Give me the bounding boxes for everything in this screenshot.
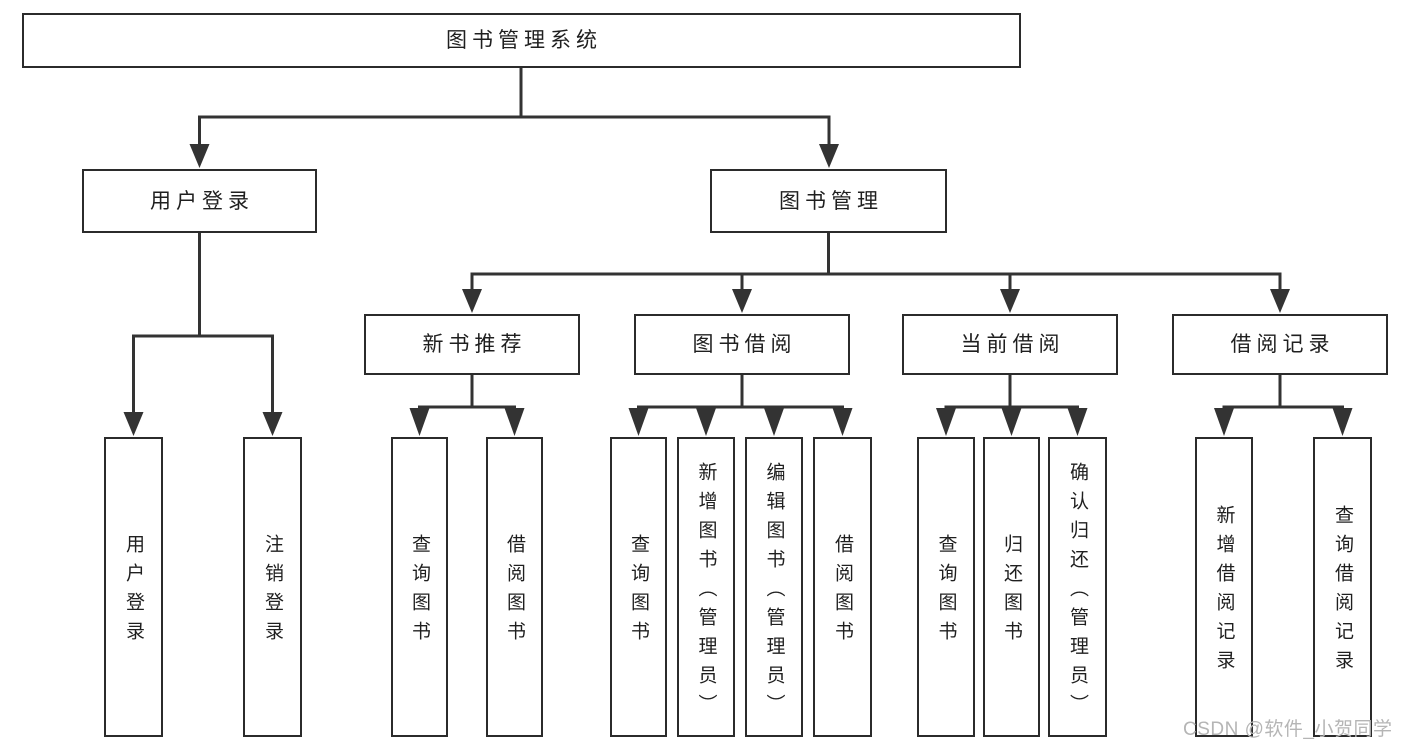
node-borrow-records: 借阅记录 xyxy=(1172,314,1388,375)
leaf-logout-label: 注销登录 xyxy=(262,534,283,650)
node-root-label: 图书管理系统 xyxy=(446,29,602,52)
leaf-current-query-book: 查询图书 xyxy=(917,437,975,737)
leaf-newbook-query-book: 查询图书 xyxy=(391,437,448,737)
node-new-book-recommend: 新书推荐 xyxy=(364,314,580,375)
leaf-newbook-borrow-book-label: 借阅图书 xyxy=(504,534,525,650)
node-user-login-label: 用户登录 xyxy=(150,189,254,213)
leaf-current-confirm-return-admin-label: 确认归还（管理员） xyxy=(1067,461,1088,723)
leaf-current-query-book-label: 查询图书 xyxy=(935,534,957,650)
leaf-user-login: 用户登录 xyxy=(104,437,163,737)
node-root: 图书管理系统 xyxy=(22,13,1021,68)
leaf-records-add-record: 新增借阅记录 xyxy=(1195,437,1253,737)
leaf-borrow-add-book-admin: 新增图书（管理员） xyxy=(677,437,735,737)
node-current-borrow-label: 当前借阅 xyxy=(960,333,1065,356)
node-book-borrow: 图书借阅 xyxy=(634,314,850,375)
node-new-book-recommend-label: 新书推荐 xyxy=(422,333,527,356)
leaf-borrow-borrow-book-label: 借阅图书 xyxy=(832,534,853,650)
leaf-user-login-label: 用户登录 xyxy=(123,534,144,650)
leaf-logout: 注销登录 xyxy=(243,437,302,737)
node-book-mgmt-label: 图书管理 xyxy=(779,189,883,213)
watermark: CSDN @软件_小贺同学 xyxy=(1183,719,1393,740)
leaf-newbook-query-book-label: 查询图书 xyxy=(409,534,430,650)
leaf-borrow-edit-book-admin: 编辑图书（管理员） xyxy=(745,437,803,737)
leaf-borrow-query-book: 查询图书 xyxy=(610,437,667,737)
leaf-current-return-book: 归还图书 xyxy=(983,437,1040,737)
leaf-current-confirm-return-admin: 确认归还（管理员） xyxy=(1048,437,1107,737)
leaf-newbook-borrow-book: 借阅图书 xyxy=(486,437,543,737)
leaf-borrow-borrow-book: 借阅图书 xyxy=(813,437,872,737)
leaf-records-add-record-label: 新增借阅记录 xyxy=(1213,505,1235,679)
leaf-borrow-edit-book-admin-label: 编辑图书（管理员） xyxy=(763,461,785,723)
leaf-records-query-record-label: 查询借阅记录 xyxy=(1332,505,1353,679)
leaf-current-return-book-label: 归还图书 xyxy=(1001,534,1022,650)
leaf-borrow-query-book-label: 查询图书 xyxy=(628,534,649,650)
node-book-mgmt: 图书管理 xyxy=(710,169,947,233)
node-borrow-records-label: 借阅记录 xyxy=(1230,333,1335,356)
node-current-borrow: 当前借阅 xyxy=(902,314,1118,375)
node-book-borrow-label: 图书借阅 xyxy=(692,333,797,356)
node-user-login: 用户登录 xyxy=(82,169,317,233)
leaf-records-query-record: 查询借阅记录 xyxy=(1313,437,1372,737)
leaf-borrow-add-book-admin-label: 新增图书（管理员） xyxy=(695,461,717,723)
